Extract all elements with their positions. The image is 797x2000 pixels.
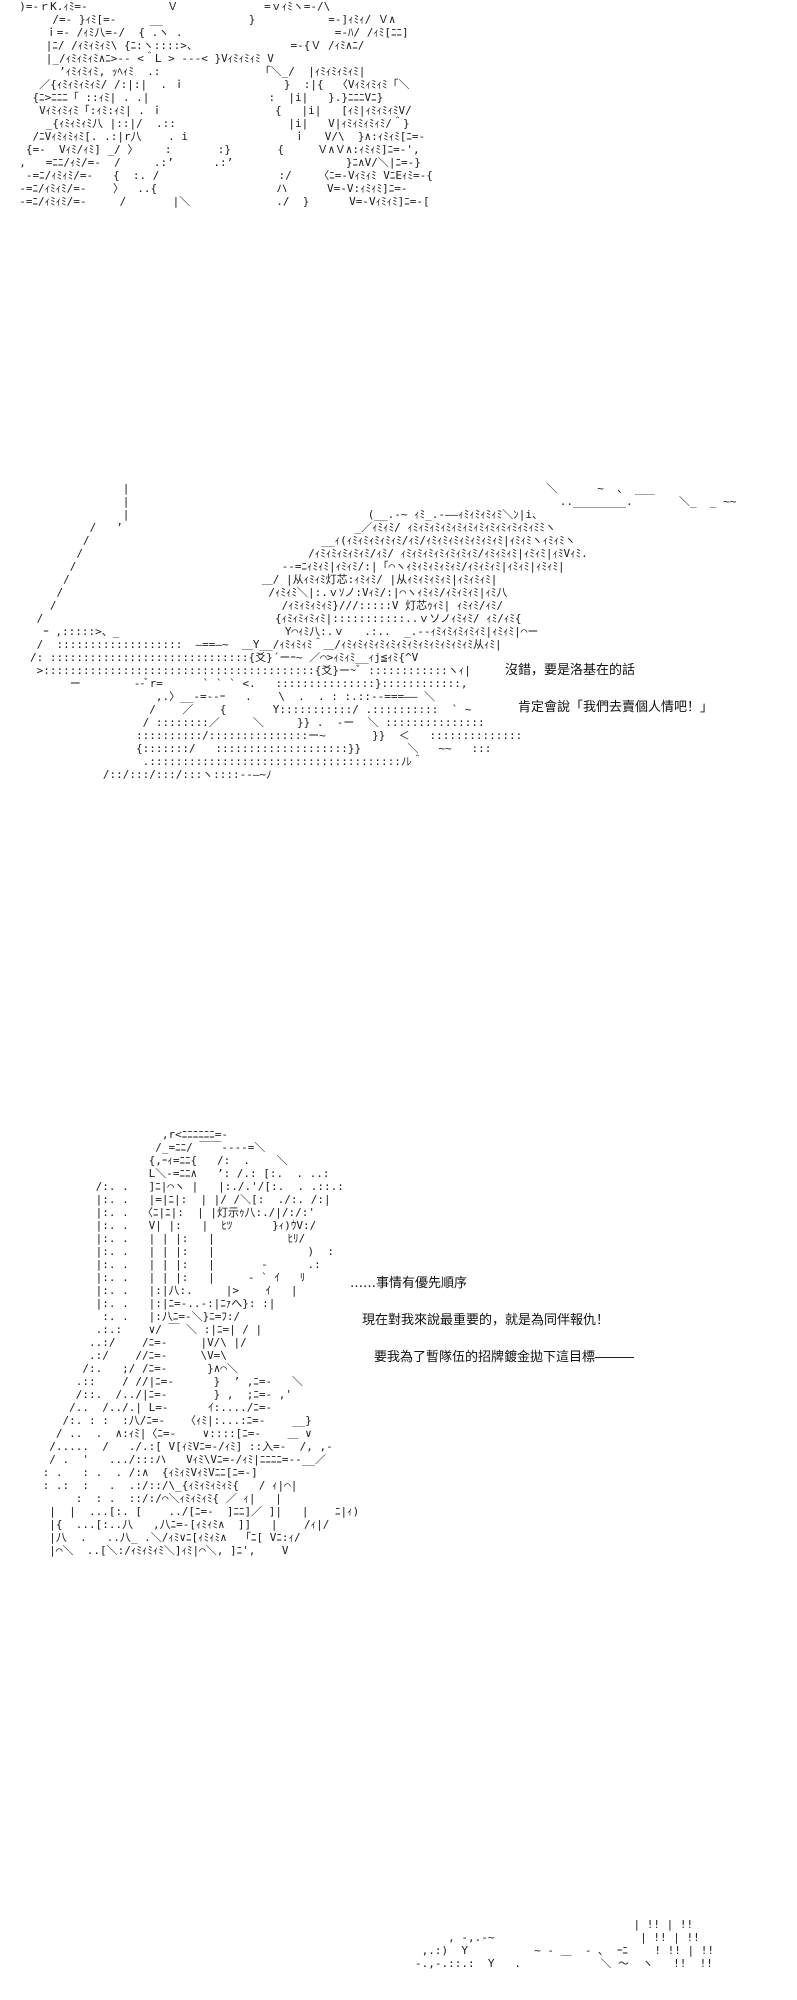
dialogue-line: 現在對我來說最重要的，就是為同伴報仇！ bbox=[362, 1313, 610, 1328]
ascii-art-panel-1: )=-ｒK.ｨﾐ=- Ｖ =ｖｨﾐヽ=-/\ /=- }ｨﾐ[=- __ } =… bbox=[19, 0, 433, 208]
dialogue-line: 要我為了暫隊伍的招牌鍍金拋下這目標――― bbox=[374, 1350, 635, 1365]
dialogue-line: 肯定會說「我們去賣個人情吧！」 bbox=[518, 700, 714, 715]
ascii-art-panel-3: ,r<ﾆﾆﾆﾆﾆﾆ=- /_=ﾆﾆ/ ￣￣‐--‐=＼ {,ｰｨ=ﾆﾆ{ /: … bbox=[42, 1128, 360, 1557]
ascii-art-panel-4: | !! | !! , -,.-~ | !! | !! ,.:) Y ~ - ＿… bbox=[414, 1918, 715, 1970]
ascii-art-panel-2: | ＼ ~ 、 ___ | ..________. ＼_ _ ~~ bbox=[30, 482, 737, 781]
dialogue-line: 沒錯，要是洛基在的話 bbox=[505, 663, 636, 678]
dialogue-line: ……事情有優先順序 bbox=[350, 1276, 468, 1291]
